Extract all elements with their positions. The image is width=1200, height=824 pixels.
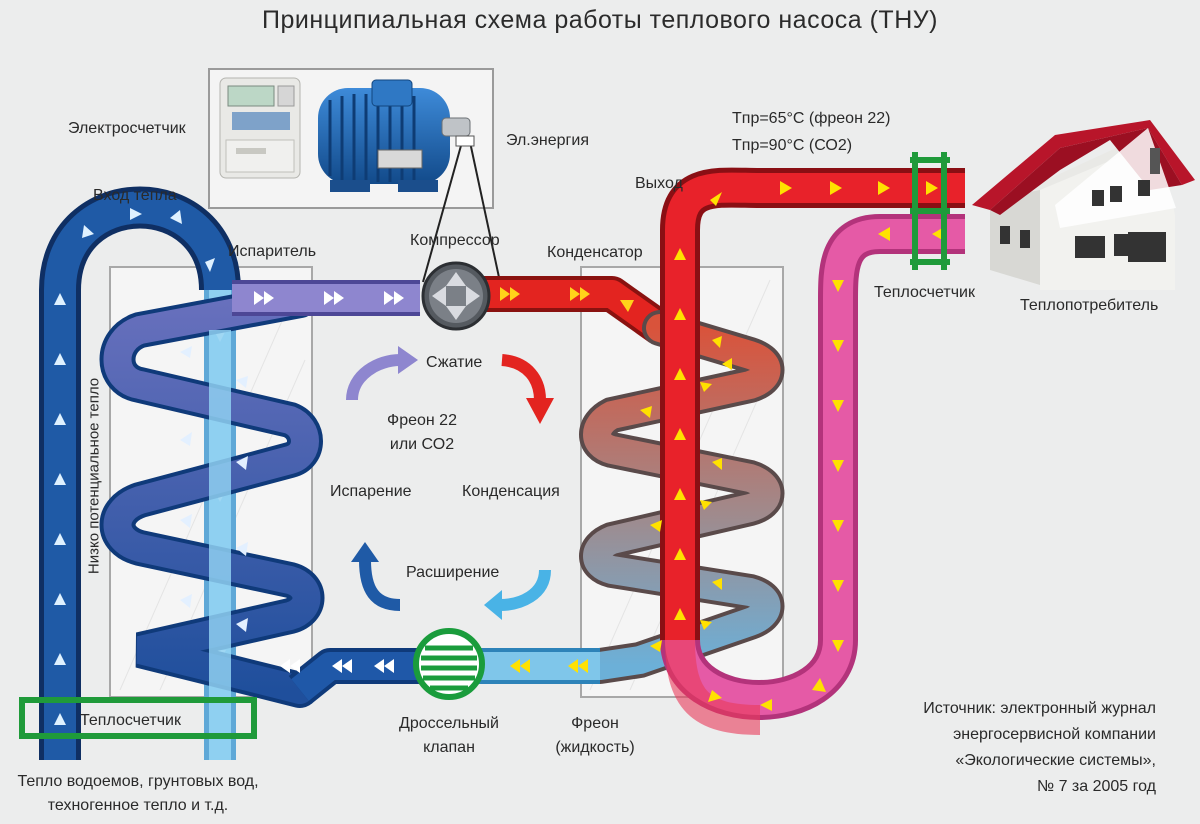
house-image [972,120,1195,290]
condensation-label: Конденсация [462,483,560,500]
supply-flow-arrows [54,208,215,725]
throttle-valve-label-line1: Дроссельный [399,715,499,732]
evaporation-arrow [359,559,401,611]
expansion-arrow [499,569,551,611]
electricity-meter-image [219,77,301,179]
heat-meter-left-symbol [19,697,257,739]
low-potential-heat-label: Низко потенциальное тепло [85,377,103,575]
refrigerant-label-line1: Фреон 22 [387,412,457,429]
output-label: Выход [635,175,683,192]
discharge-line-arrows [500,287,634,312]
motor-pulley [455,135,475,147]
source-citation-line2: энергосервисной компании [953,726,1156,743]
freon-liquid-label-line1: Фреон [571,715,619,732]
drive-belt [422,141,501,283]
heat-meter-right-label: Теплосчетчик [874,284,975,301]
evaporator-coil-arrows [180,346,248,632]
heat-sources-label-line2: техногенное тепло и т.д. [47,797,229,814]
evaporation-label: Испарение [330,483,412,500]
expansion-label: Расширение [406,564,500,581]
temperature-co2-label: Tпр=90°С (СО2) [732,137,853,154]
heat-input-label: Вход тепла [93,187,177,204]
electric-motor-image [318,79,474,192]
liquid-line-arrows [510,659,588,673]
temperature-freon22-label: Tпр=65°С (фреон 22) [732,110,891,127]
compressor-label: Компрессор [410,232,500,249]
freon-liquid-label-line2: (жидкость) [555,739,635,756]
electric-energy-label: Эл.энергия [506,132,589,149]
condenser-coil [579,310,785,684]
source-citation-line4: № 7 за 2005 год [1036,778,1156,795]
throttle-valve-label-line2: клапан [423,739,475,756]
heat-meter-right-symbol [910,152,950,270]
heat-sources-label-line1: Тепло водоемов, грунтовых вод, [17,773,259,790]
condenser-label: Конденсатор [547,244,643,261]
heat-consumer-label: Теплопотребитель [1020,297,1159,314]
throttle-valve-symbol[interactable] [413,628,485,700]
page-title: Принципиальная схема работы теплового на… [262,6,938,34]
condenser-coil-arrows [640,336,732,652]
heat-meter-left-label: Теплосчетчик [80,712,181,729]
expansion-line-arrows [280,659,394,673]
compression-arrow [346,354,401,401]
compression-label: Сжатие [426,354,483,371]
condensation-arrow [501,354,546,401]
suction-line-arrows [254,291,404,305]
electricity-meter-label: Электросчетчик [68,120,186,137]
heating-return-arrows [708,227,944,711]
refrigerant-label-line2: или СО2 [389,436,455,453]
heating-supply-arrows [674,181,938,620]
source-citation-line3: «Экологические системы», [955,752,1156,769]
evaporator-label: Испаритель [228,243,317,260]
compressor-symbol[interactable] [421,261,491,331]
source-citation-line1: Источник: электронный журнал [923,700,1156,717]
